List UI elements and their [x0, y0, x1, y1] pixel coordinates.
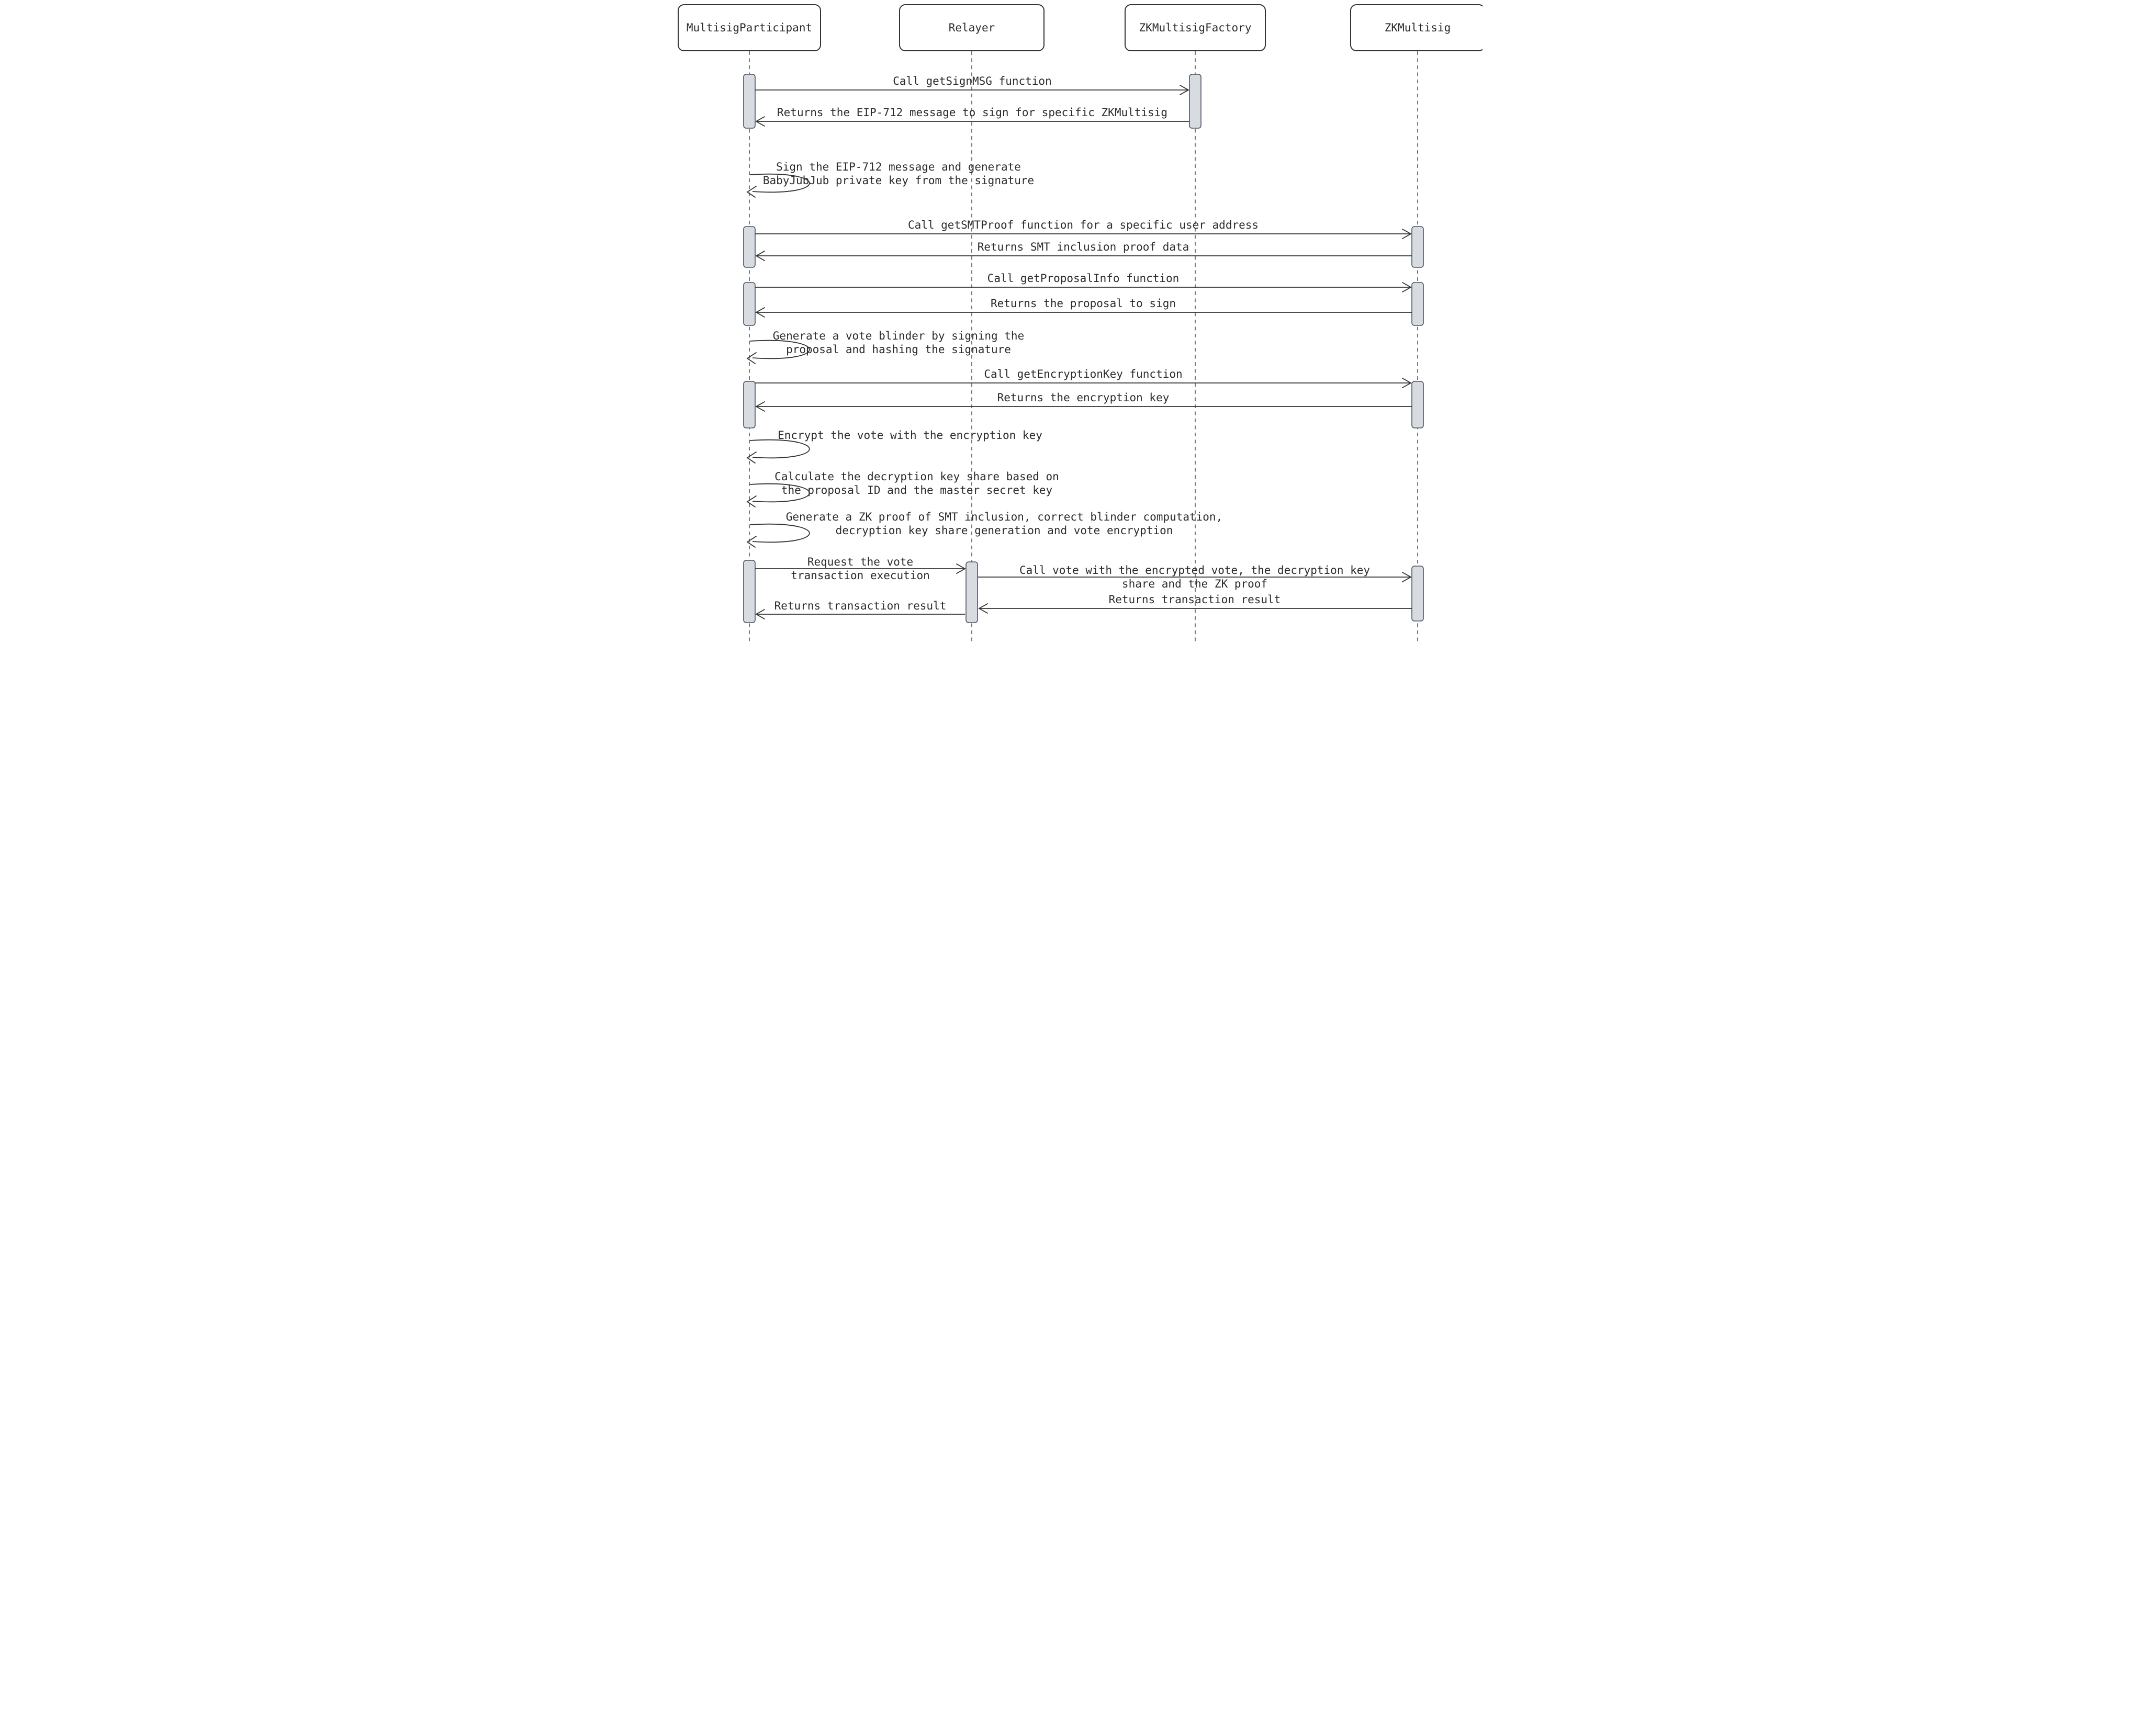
arrow-return-tx-result-to-participant [755, 609, 965, 619]
participant-box-zkmultisig: ZKMultisig [1350, 4, 1483, 51]
self-loop-encrypt-vote [746, 439, 810, 464]
arrow-call-getencryptionkey [755, 378, 1412, 388]
self-loop-generate-vote-blinder [746, 340, 810, 364]
participant-box-multisig-participant: MultisigParticipant [678, 4, 821, 51]
message-label-return-encryption-key: Returns the encryption key [997, 391, 1170, 404]
message-label-generate-vote-blinder: Generate a vote blinder by signing the p… [772, 330, 1025, 356]
arrow-return-proposal [755, 307, 1412, 318]
message-label-call-getencryptionkey: Call getEncryptionKey function [984, 368, 1183, 380]
activation-bar [1411, 566, 1424, 622]
self-loop-calculate-decryption-key-share [746, 483, 810, 507]
message-label-return-smt-proof: Returns SMT inclusion proof data [977, 241, 1189, 253]
arrow-call-getsignmsg [755, 85, 1189, 95]
arrow-call-vote [978, 572, 1412, 582]
self-loop-sign-eip712 [746, 173, 810, 198]
arrow-return-encryption-key [755, 401, 1412, 412]
arrow-call-getsmtproof [755, 229, 1412, 239]
arrow-return-smt-proof [755, 251, 1412, 261]
activation-bar [965, 561, 978, 623]
message-label-call-getproposalinfo: Call getProposalInfo function [987, 272, 1180, 285]
arrow-call-getproposalinfo [755, 282, 1412, 292]
participant-name: ZKMultisig [1384, 21, 1451, 34]
activation-bar [743, 560, 756, 623]
arrow-return-tx-result-to-relayer [978, 603, 1412, 614]
activation-bar [1411, 381, 1424, 428]
activation-bar [743, 381, 756, 428]
activation-bar [743, 282, 756, 326]
activation-bar [1411, 226, 1424, 268]
message-label-sign-eip712: Sign the EIP-712 message and generate Ba… [762, 161, 1035, 187]
participant-box-zkmultisig-factory: ZKMultisigFactory [1125, 4, 1266, 51]
activation-bar [1411, 282, 1424, 326]
participant-box-relayer: Relayer [899, 4, 1045, 51]
message-label-generate-zk-proof: Generate a ZK proof of SMT inclusion, co… [785, 511, 1223, 537]
message-label-return-tx-result-relayer: Returns transaction result [1108, 593, 1281, 606]
message-label-call-getsignmsg: Call getSignMSG function [893, 75, 1052, 87]
message-label-calculate-key-share: Calculate the decryption key share based… [774, 470, 1059, 496]
message-label-encrypt-vote: Encrypt the vote with the encryption key [778, 429, 1042, 442]
sequence-diagram: MultisigParticipant Relayer ZKMultisigFa… [673, 0, 1483, 644]
message-label-return-tx-result-participant: Returns transaction result [774, 600, 947, 612]
participant-name: Relayer [948, 21, 995, 34]
participant-name: MultisigParticipant [686, 21, 813, 34]
message-label-call-vote: Call vote with the encrypted vote, the d… [1019, 564, 1371, 590]
activation-bar [1189, 74, 1201, 129]
message-label-return-eip712: Returns the EIP-712 message to sign for … [777, 106, 1167, 119]
participant-name: ZKMultisigFactory [1139, 21, 1252, 34]
arrow-request-vote-tx [755, 563, 966, 574]
diagram-lines-layer [743, 51, 1424, 644]
self-loop-generate-zk-proof [746, 523, 810, 548]
activation-bar [743, 74, 756, 129]
activation-bar [743, 226, 756, 268]
message-label-request-vote-tx: Request the vote transaction execution [791, 556, 930, 582]
message-label-return-proposal: Returns the proposal to sign [990, 297, 1176, 310]
message-label-call-getsmtproof: Call getSMTProof function for a specific… [907, 219, 1259, 231]
arrow-return-eip712-message [755, 116, 1189, 127]
